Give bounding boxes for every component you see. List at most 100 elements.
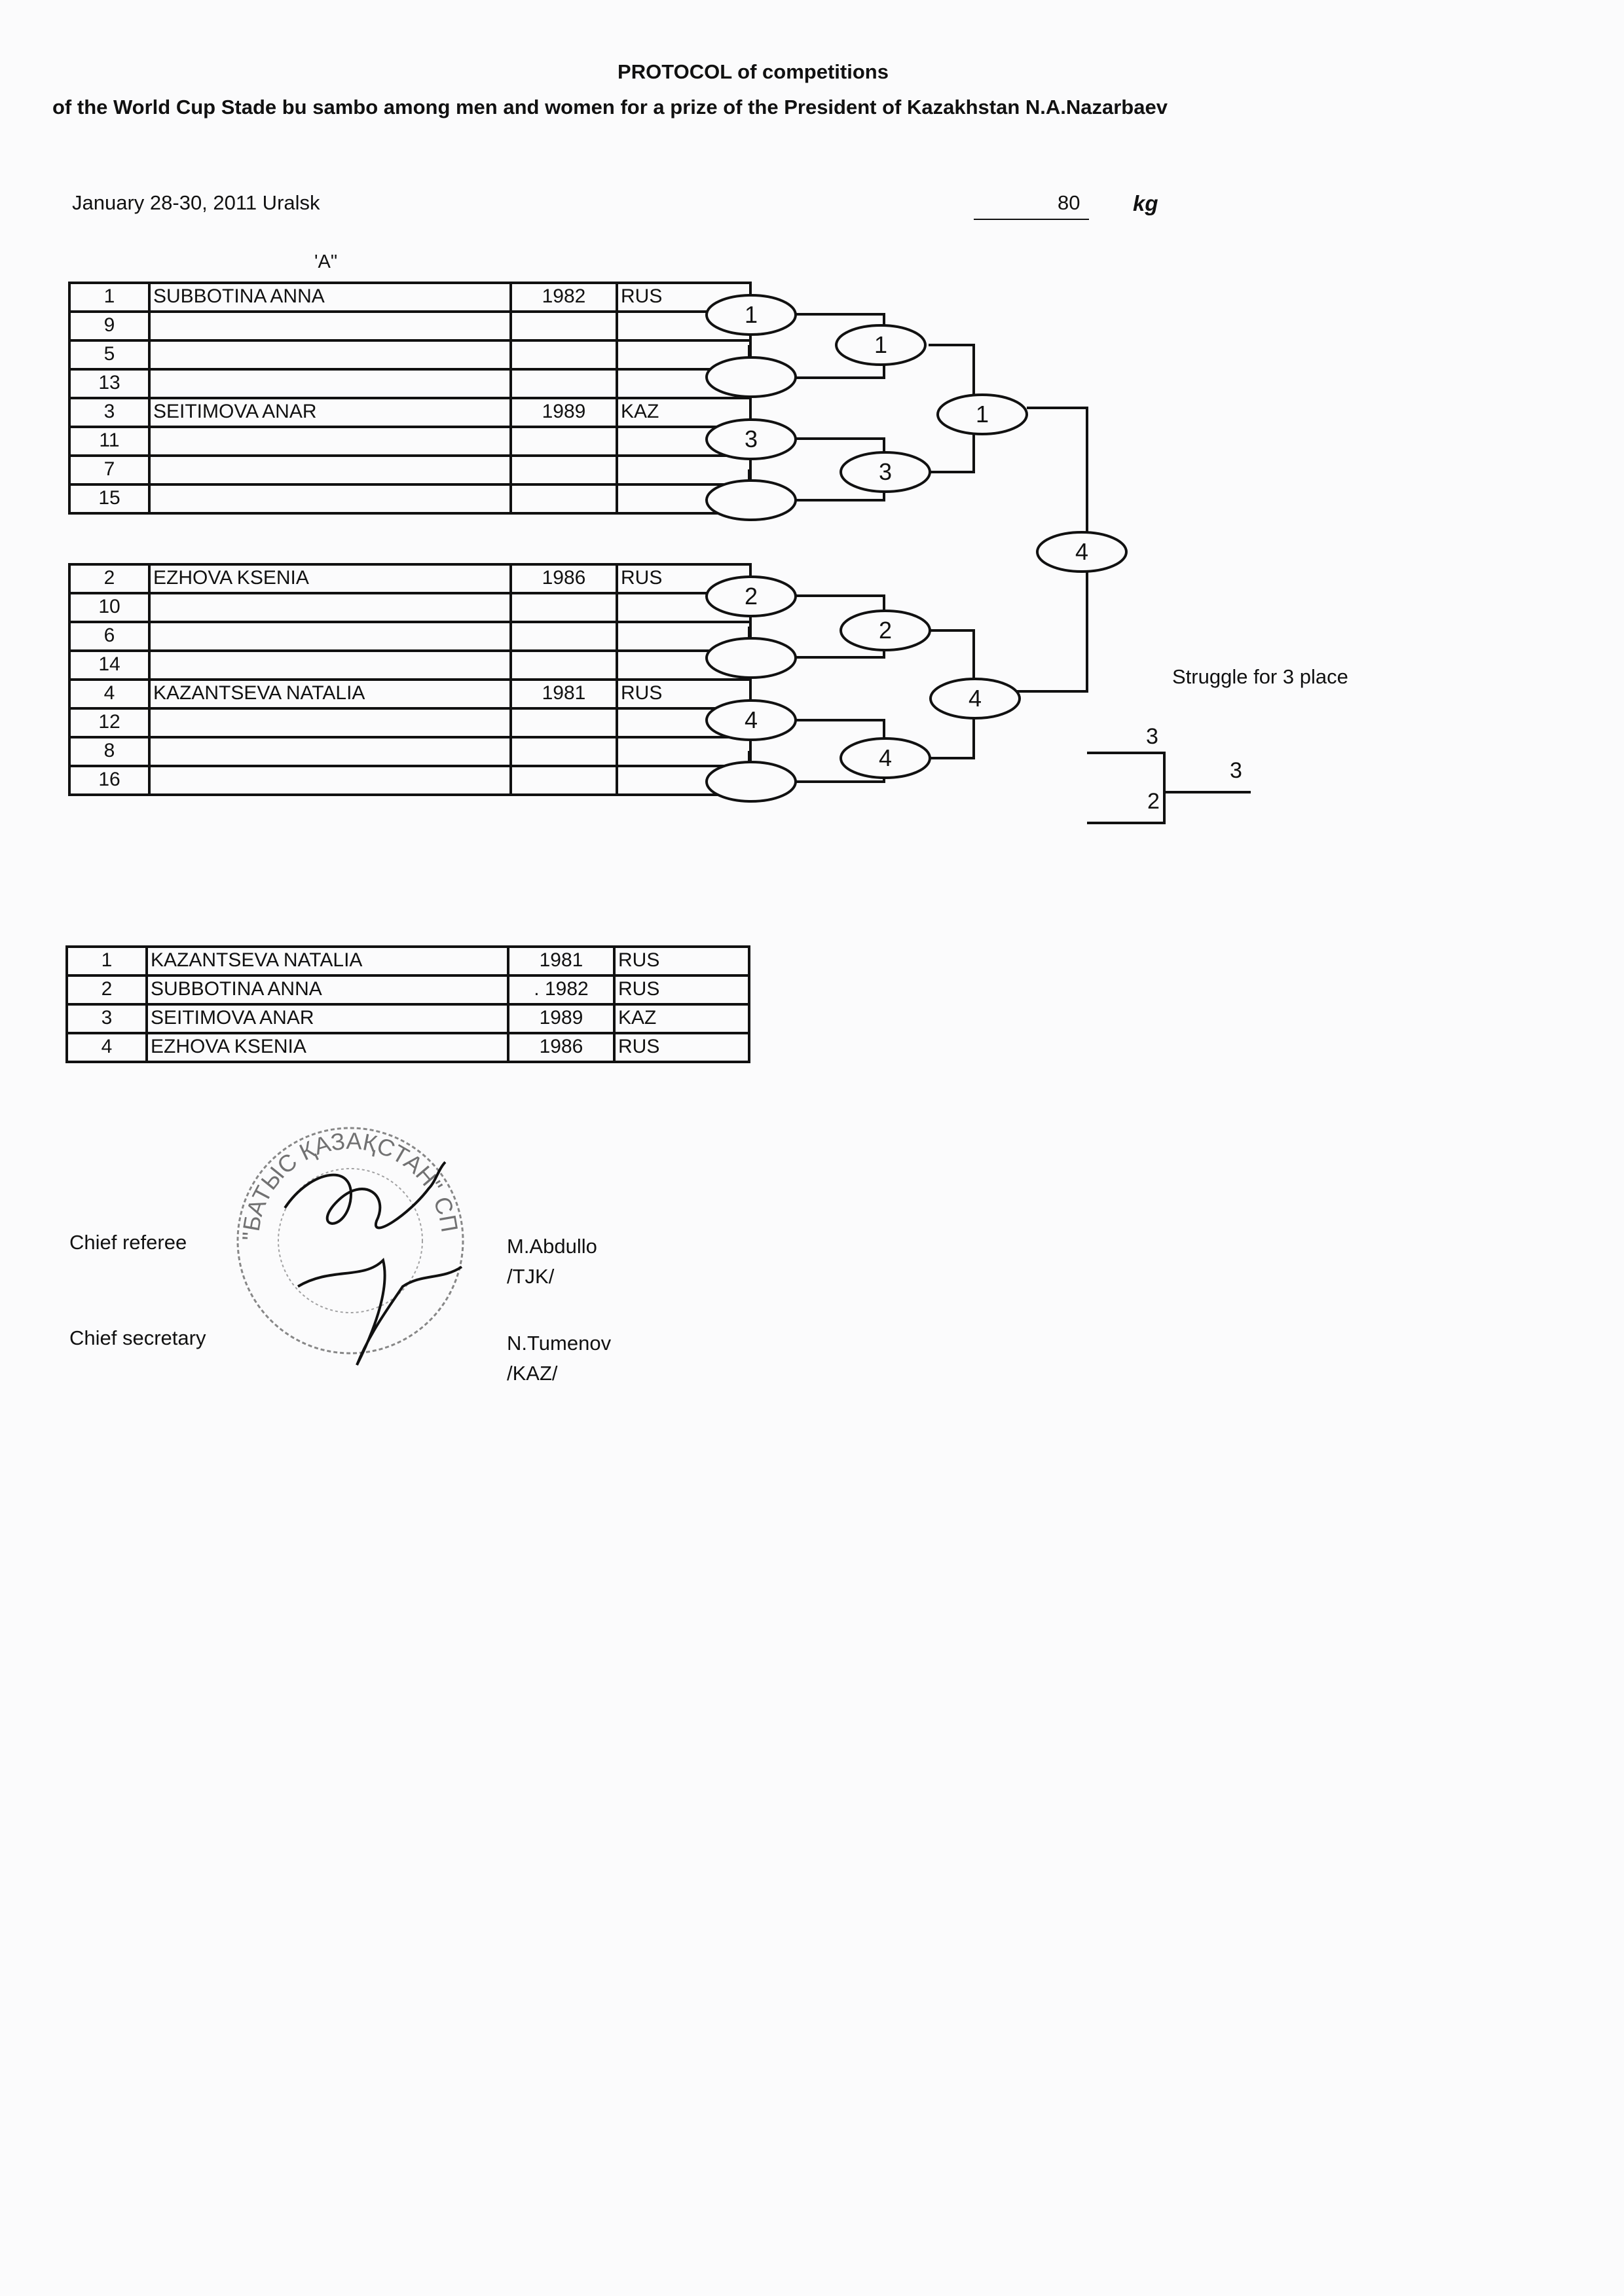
round1-bout-3: 3 <box>705 418 797 460</box>
cell-year: . 1982 <box>507 974 616 1006</box>
cell-name <box>148 736 512 767</box>
cell-number: 1 <box>65 945 148 977</box>
chief-secretary-country: /KAZ/ <box>507 1362 558 1385</box>
round1-bout-1: 1 <box>705 294 797 336</box>
round2-bout-4-label: 4 <box>879 744 892 771</box>
cell-name <box>148 621 512 652</box>
chief-referee-country: /TJK/ <box>507 1265 555 1288</box>
svg-text:"БАТЫС ҚАЗАҚСТАН" СПОРТ БАСҚАР: "БАТЫС ҚАЗАҚСТАН" СПОРТ БАСҚАРМАСЫ <box>213 1090 464 1241</box>
cell-number: 6 <box>68 621 151 652</box>
referee-signature <box>284 1161 447 1230</box>
cell-name <box>148 707 512 738</box>
cell-year <box>509 368 618 399</box>
cell-country <box>616 736 752 767</box>
bracket-diagram: 1 3 2 4 1 3 2 4 1 4 4 <box>705 282 1251 824</box>
cell-year <box>509 736 618 767</box>
table-row: 8 <box>68 736 752 767</box>
round1-bout-6 <box>705 637 797 679</box>
round2-bout-4: 4 <box>840 737 931 779</box>
cell-year <box>509 310 618 342</box>
cell-number: 2 <box>68 563 151 594</box>
cell-name <box>148 368 512 399</box>
cell-number: 1 <box>68 282 151 313</box>
semifinal-bout-2: 4 <box>929 678 1021 720</box>
cell-name <box>148 454 512 486</box>
table-row: 12 <box>68 707 752 738</box>
cell-country: RUS <box>613 974 750 1006</box>
cell-name: KAZANTSEVA NATALIA <box>145 945 509 977</box>
round1-bout-2 <box>705 356 797 398</box>
cell-country: KAZ <box>613 1003 750 1034</box>
final-bout-label: 4 <box>1075 538 1088 565</box>
round1-bout-5-label: 2 <box>745 583 758 610</box>
cell-number: 12 <box>68 707 151 738</box>
round2-bout-1: 1 <box>835 324 927 366</box>
round1-bout-8 <box>705 761 797 803</box>
cell-year <box>509 426 618 457</box>
official-seal: "БАТЫС ҚАЗАҚСТАН" СПОРТ БАСҚАРМАСЫ <box>213 1090 464 1366</box>
weight-value: 80 <box>1058 191 1080 214</box>
cell-number: 10 <box>68 592 151 623</box>
cell-year <box>509 483 618 515</box>
cell-number: 8 <box>68 736 151 767</box>
cell-number: 2 <box>65 974 148 1006</box>
cell-year <box>509 592 618 623</box>
round1-bout-4 <box>705 479 797 521</box>
final-bout: 4 <box>1036 531 1128 573</box>
chief-referee-label: Chief referee <box>69 1231 187 1254</box>
cell-year: 1982 <box>509 282 618 313</box>
cell-name <box>148 592 512 623</box>
third-place-top: 3 <box>1146 724 1158 749</box>
cell-number: 14 <box>68 649 151 681</box>
semifinal-bout-2-label: 4 <box>969 685 982 712</box>
cell-year <box>509 707 618 738</box>
round1-bout-1-label: 1 <box>745 301 758 328</box>
cell-year <box>509 649 618 681</box>
cell-number: 11 <box>68 426 151 457</box>
cell-number: 3 <box>68 397 151 428</box>
table-row: 10 <box>68 592 752 623</box>
cell-year: 1989 <box>509 397 618 428</box>
cell-number: 4 <box>65 1032 148 1063</box>
cell-number: 13 <box>68 368 151 399</box>
round2-bout-1-label: 1 <box>874 331 887 358</box>
weight-unit: kg <box>1133 191 1158 215</box>
cell-year <box>509 454 618 486</box>
round1-bout-3-label: 3 <box>745 426 758 452</box>
seal-text: "БАТЫС ҚАЗАҚСТАН" СПОРТ БАСҚАРМАСЫ <box>213 1090 464 1241</box>
cell-country: RUS <box>613 945 750 977</box>
table-row: 7 <box>68 454 752 486</box>
round2-bout-3: 2 <box>840 610 931 651</box>
cell-year: 1981 <box>507 945 616 977</box>
semifinal-bout-1: 1 <box>936 393 1028 435</box>
round1-bout-7-label: 4 <box>745 706 758 733</box>
cell-name: SEITIMOVA ANAR <box>145 1003 509 1034</box>
round2-bout-2-label: 3 <box>879 458 892 485</box>
cell-name: EZHOVA KSENIA <box>145 1032 509 1063</box>
third-place-label: Struggle for 3 place <box>1172 665 1348 688</box>
cell-year <box>509 765 618 796</box>
cell-name <box>148 426 512 457</box>
chief-secretary-label: Chief secretary <box>69 1326 206 1349</box>
table-row: 15 <box>68 483 752 515</box>
cell-country: RUS <box>613 1032 750 1063</box>
cell-number: 4 <box>68 678 151 710</box>
cell-name: EZHOVA KSENIA <box>148 563 512 594</box>
cell-year <box>509 621 618 652</box>
cell-number: 15 <box>68 483 151 515</box>
table-row: 11 <box>68 426 752 457</box>
cell-name <box>148 649 512 681</box>
cell-year: 1986 <box>507 1032 616 1063</box>
round1-bout-5: 2 <box>705 575 797 617</box>
group-label: 'A" <box>314 251 338 272</box>
round1-bout-7: 4 <box>705 699 797 741</box>
third-place-winner: 3 <box>1230 758 1242 783</box>
cell-name <box>148 310 512 342</box>
cell-year: 1981 <box>509 678 618 710</box>
